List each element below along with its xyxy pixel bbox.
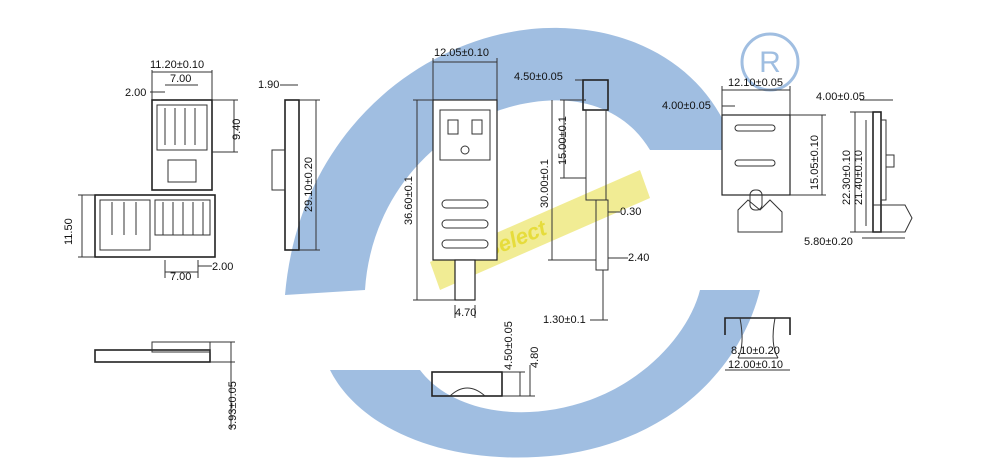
main-side-upper-label: 15.00±0.1 — [557, 116, 569, 165]
shell-side-inner-label: 21.40±0.10 — [853, 150, 865, 205]
front-width-label: 11.20±0.10 — [150, 59, 204, 71]
front-bottom-offset-label: 2.00 — [212, 261, 233, 273]
watermark: Select R — [285, 27, 800, 458]
main-length-label: 36.60±0.1 — [403, 176, 415, 225]
front-bottom-inner-label: 7.00 — [170, 271, 191, 283]
main-side-step-label: 2.40 — [628, 252, 649, 264]
side-top-label: 1.90 — [258, 79, 279, 91]
shell-left-label: 4.00±0.05 — [662, 100, 711, 112]
main-side-length-label: 30.00±0.1 — [539, 159, 551, 208]
shell-side-bottom-label: 5.80±0.20 — [804, 236, 853, 248]
side-view: 1.90 29.10±0.20 — [258, 79, 320, 251]
shell-end-inner-width-label: 8.10±0.20 — [731, 345, 780, 357]
watermark-arc-lower — [330, 290, 760, 458]
side-height-label: 29.10±0.20 — [303, 157, 315, 212]
end-inner-height-label: 4.50±0.05 — [503, 321, 515, 370]
shell-height-label: 15.05±0.10 — [809, 135, 821, 190]
front-view: 11.20±0.10 7.00 2.00 9.40 11.50 7. — [63, 59, 243, 283]
main-side-view: 4.50±0.05 15.00±0.1 30.00±0.1 0.30 2.40 … — [514, 71, 649, 326]
main-width-label: 12.05±0.10 — [434, 47, 489, 59]
end-outer-height-label: 4.80 — [529, 347, 541, 368]
main-side-gap-label: 0.30 — [620, 206, 641, 218]
front-inner-label: 7.00 — [170, 73, 191, 85]
front-pin-height-label: 9.40 — [231, 119, 243, 140]
shell-width-label: 12.10±0.05 — [728, 77, 783, 89]
shell-end-view: 8.10±0.20 12.00±0.10 — [724, 317, 791, 371]
shell-side-view: 4.00±0.05 22.30±0.10 21.40±0.10 5.80±0.2… — [804, 91, 913, 248]
main-tab-label: 4.70 — [455, 307, 476, 319]
shell-view: 12.10±0.05 4.00±0.05 15.05±0.10 — [662, 77, 826, 233]
watermark-arc-upper — [285, 27, 735, 295]
front-side-label: 11.50 — [63, 218, 75, 245]
main-side-tip-label: 1.30±0.1 — [543, 314, 586, 326]
shell-end-outer-width-label: 12.00±0.10 — [728, 359, 783, 371]
main-side-top-label: 4.50±0.05 — [514, 71, 563, 83]
end-view: 4.50±0.05 4.80 — [431, 321, 541, 397]
registered-mark-letter: R — [759, 46, 781, 79]
side-bottom-view: 3.93±0.05 — [94, 341, 239, 430]
shell-side-outer-label: 22.30±0.10 — [841, 150, 853, 205]
side-bottom-thickness-label: 3.93±0.05 — [227, 381, 239, 430]
main-view: 12.05±0.10 36.60±0.1 4.70 — [403, 47, 498, 319]
front-offset-label: 2.00 — [125, 87, 146, 99]
shell-side-top-label: 4.00±0.05 — [816, 91, 865, 103]
